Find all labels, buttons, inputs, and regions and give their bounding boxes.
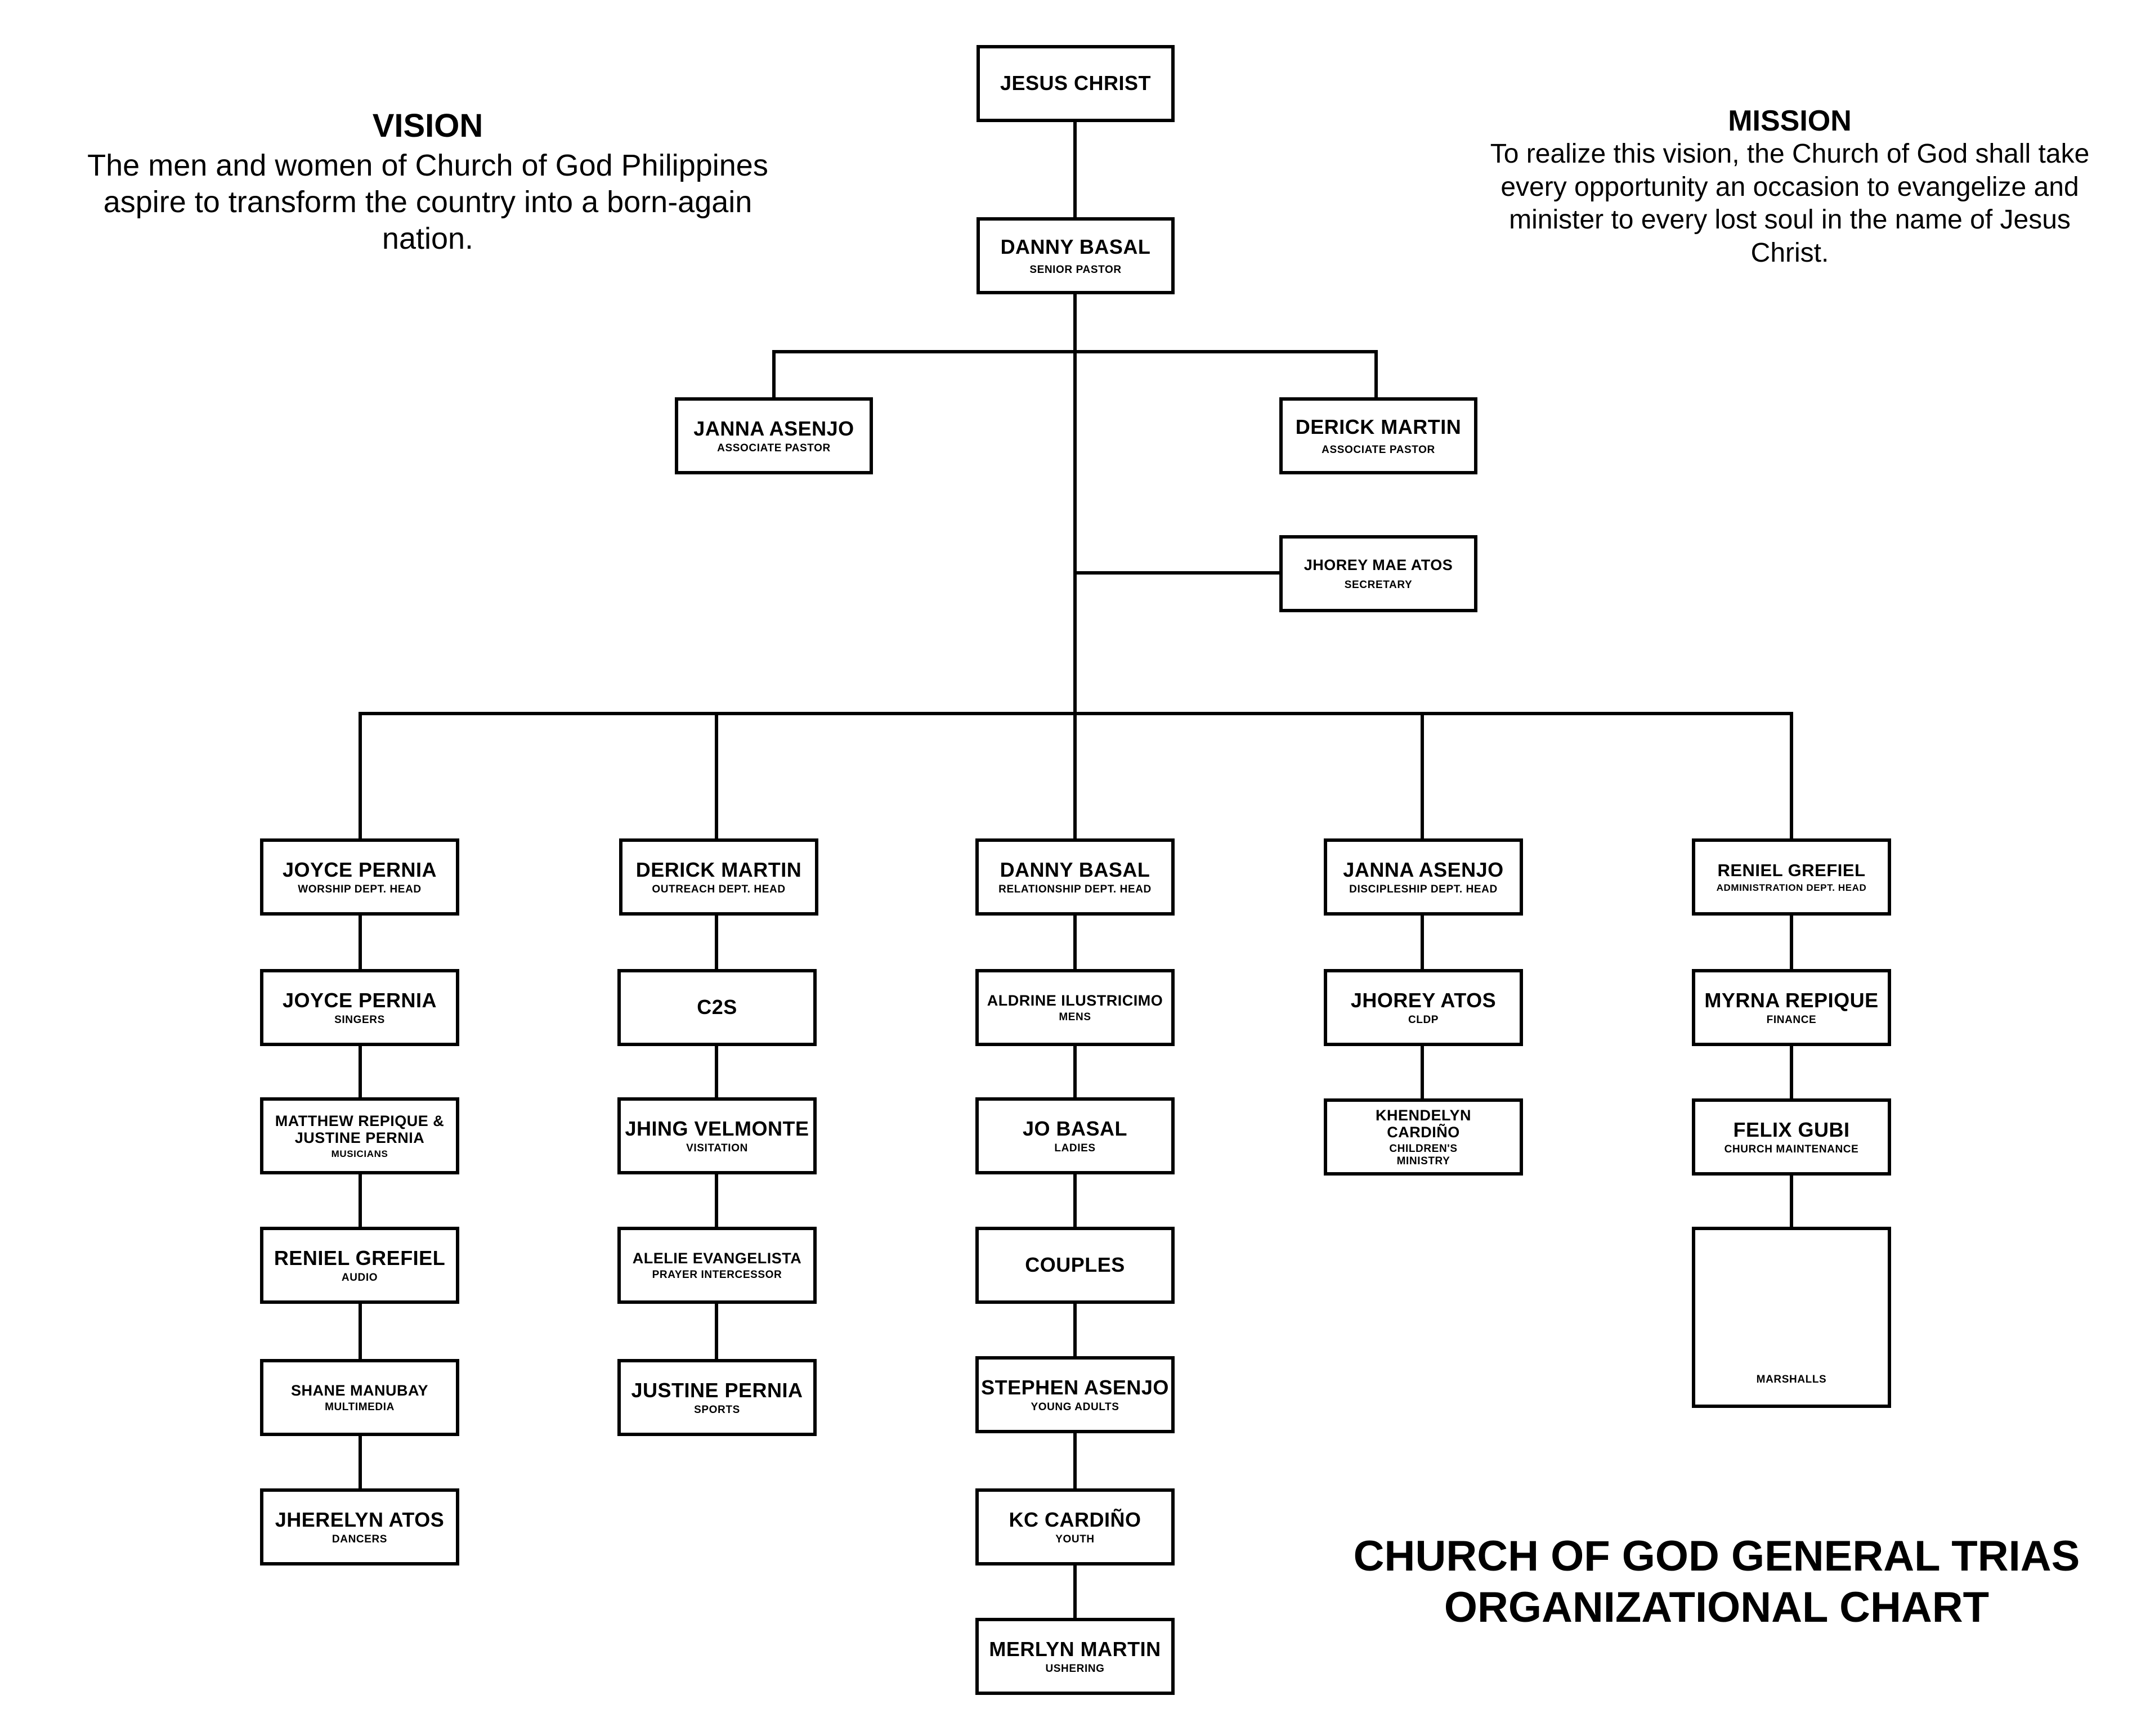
node-role: SINGERS <box>334 1014 385 1026</box>
node-outreach-dept-head: DERICK MARTIN OUTREACH DEPT. HEAD <box>619 838 818 916</box>
node-name: DERICK MARTIN <box>635 858 802 881</box>
node-name: FELIX GUBI <box>1733 1118 1850 1141</box>
node-role: RELATIONSHIP DEPT. HEAD <box>998 883 1152 896</box>
chart-title-line-2: ORGANIZATIONAL CHART <box>1444 1584 1990 1632</box>
node-name: STEPHEN ASENJO <box>981 1375 1169 1399</box>
node-worship-dept-head: JOYCE PERNIA WORSHIP DEPT. HEAD <box>260 838 459 916</box>
node-name: RENIEL GREFIEL <box>1717 860 1866 880</box>
node-musicians: MATTHEW REPIQUE & JUSTINE PERNIA MUSICIA… <box>260 1097 459 1174</box>
node-administration-dept-head: RENIEL GREFIEL ADMINISTRATION DEPT. HEAD <box>1692 838 1891 916</box>
node-name: SHANE MANUBAY <box>290 1381 429 1399</box>
node-c2s: C2S <box>617 969 817 1046</box>
node-name: JANNA ASENJO <box>693 416 854 440</box>
node-name: KHENDELYN CARDIÑO <box>1375 1107 1472 1141</box>
node-name: JOYCE PERNIA <box>282 988 437 1012</box>
mission-text: To realize this vision, the Church of Go… <box>1490 139 2090 268</box>
node-associate-pastor-left: JANNA ASENJO ASSOCIATE PASTOR <box>675 397 873 474</box>
node-singers: JOYCE PERNIA SINGERS <box>260 969 459 1046</box>
node-role: VISITATION <box>686 1142 748 1155</box>
vision-heading: VISION <box>372 107 483 144</box>
node-name: JESUS CHRIST <box>1000 71 1152 95</box>
node-mens: ALDRINE ILUSTRICIMO MENS <box>975 969 1175 1046</box>
node-name: JO BASAL <box>1022 1116 1128 1140</box>
node-role: SENIOR PASTOR <box>1029 264 1122 276</box>
node-name: RENIEL GREFIEL <box>274 1246 446 1270</box>
node-role: WORSHIP DEPT. HEAD <box>298 883 422 896</box>
node-relationship-dept-head: DANNY BASAL RELATIONSHIP DEPT. HEAD <box>975 838 1175 916</box>
node-name: MERLYN MARTIN <box>989 1637 1161 1661</box>
node-church-maintenance: FELIX GUBI CHURCH MAINTENANCE <box>1692 1098 1891 1176</box>
node-role: ADMINISTRATION DEPT. HEAD <box>1716 882 1867 894</box>
node-name: JHING VELMONTE <box>625 1116 809 1140</box>
node-name: JOYCE PERNIA <box>282 858 437 881</box>
node-youth: KC CARDIÑO YOUTH <box>975 1488 1175 1565</box>
node-senior-pastor: DANNY BASAL SENIOR PASTOR <box>977 217 1175 294</box>
node-role: LADIES <box>1054 1142 1096 1155</box>
node-discipleship-dept-head: JANNA ASENJO DISCIPLESHIP DEPT. HEAD <box>1324 838 1523 916</box>
node-prayer-intercessor: ALELIE EVANGELISTA PRAYER INTERCESSOR <box>617 1227 817 1304</box>
node-name: DERICK MARTIN <box>1295 415 1462 438</box>
node-childrens-ministry: KHENDELYN CARDIÑO CHILDREN'S MINISTRY <box>1324 1098 1523 1176</box>
node-name: JHERELYN ATOS <box>275 1508 445 1531</box>
node-name: JUSTINE PERNIA <box>631 1378 803 1402</box>
node-name: C2S <box>697 995 737 1019</box>
node-name: ALELIE EVANGELISTA <box>632 1249 802 1267</box>
node-role: SECRETARY <box>1344 578 1413 591</box>
node-role: CLDP <box>1408 1014 1439 1026</box>
node-dancers: JHERELYN ATOS DANCERS <box>260 1488 459 1565</box>
node-role: MENS <box>1059 1011 1091 1023</box>
node-role: OUTREACH DEPT. HEAD <box>652 883 786 896</box>
node-jesus-christ: JESUS CHRIST <box>977 45 1175 122</box>
node-name: ALDRINE ILUSTRICIMO <box>987 992 1163 1009</box>
node-role: YOUNG ADULTS <box>1031 1401 1119 1414</box>
node-ladies: JO BASAL LADIES <box>975 1097 1175 1174</box>
node-name: JHOREY MAE ATOS <box>1304 556 1453 573</box>
node-finance: MYRNA REPIQUE FINANCE <box>1692 969 1891 1046</box>
node-name: COUPLES <box>1025 1253 1125 1277</box>
node-sports: JUSTINE PERNIA SPORTS <box>617 1359 817 1436</box>
mission-heading: MISSION <box>1728 105 1852 137</box>
node-role: AUDIO <box>341 1272 378 1284</box>
node-marshalls: MARSHALLS <box>1692 1227 1891 1408</box>
node-young-adults: STEPHEN ASENJO YOUNG ADULTS <box>975 1356 1175 1433</box>
node-multimedia: SHANE MANUBAY MULTIMEDIA <box>260 1359 459 1436</box>
node-role: ASSOCIATE PASTOR <box>717 442 831 455</box>
node-name: JANNA ASENJO <box>1343 858 1504 881</box>
node-role: ASSOCIATE PASTOR <box>1322 444 1435 456</box>
node-associate-pastor-right: DERICK MARTIN ASSOCIATE PASTOR <box>1279 397 1477 474</box>
vision-text: The men and women of Church of God Phili… <box>87 149 768 255</box>
node-name: KC CARDIÑO <box>1009 1508 1141 1531</box>
node-name: MATTHEW REPIQUE & JUSTINE PERNIA <box>275 1112 445 1146</box>
node-name: DANNY BASAL <box>1000 235 1151 258</box>
node-name: JHOREY ATOS <box>1350 988 1497 1012</box>
node-role: CHILDREN'S MINISTRY <box>1389 1143 1458 1167</box>
node-name: DANNY BASAL <box>1000 858 1150 881</box>
node-audio: RENIEL GREFIEL AUDIO <box>260 1227 459 1304</box>
node-role: DANCERS <box>332 1533 388 1546</box>
node-cldp: JHOREY ATOS CLDP <box>1324 969 1523 1046</box>
node-ushering: MERLYN MARTIN USHERING <box>975 1618 1175 1695</box>
chart-title: CHURCH OF GOD GENERAL TRIAS ORGANIZATION… <box>1311 1531 2122 1633</box>
node-role: DISCIPLESHIP DEPT. HEAD <box>1349 883 1498 896</box>
node-role: MULTIMEDIA <box>325 1401 395 1413</box>
node-role: FINANCE <box>1766 1014 1817 1026</box>
node-role: MARSHALLS <box>1756 1373 1827 1385</box>
node-name: MYRNA REPIQUE <box>1704 988 1879 1012</box>
node-couples: COUPLES <box>975 1227 1175 1304</box>
node-secretary: JHOREY MAE ATOS SECRETARY <box>1279 535 1477 612</box>
node-role: CHURCH MAINTENANCE <box>1724 1143 1859 1156</box>
node-role: SPORTS <box>694 1404 740 1416</box>
node-role: PRAYER INTERCESSOR <box>652 1268 782 1281</box>
node-role: YOUTH <box>1055 1533 1095 1546</box>
node-visitation: JHING VELMONTE VISITATION <box>617 1097 817 1174</box>
node-role: USHERING <box>1045 1663 1105 1675</box>
chart-title-line-1: CHURCH OF GOD GENERAL TRIAS <box>1353 1532 2080 1580</box>
node-role: MUSICIANS <box>331 1149 388 1160</box>
